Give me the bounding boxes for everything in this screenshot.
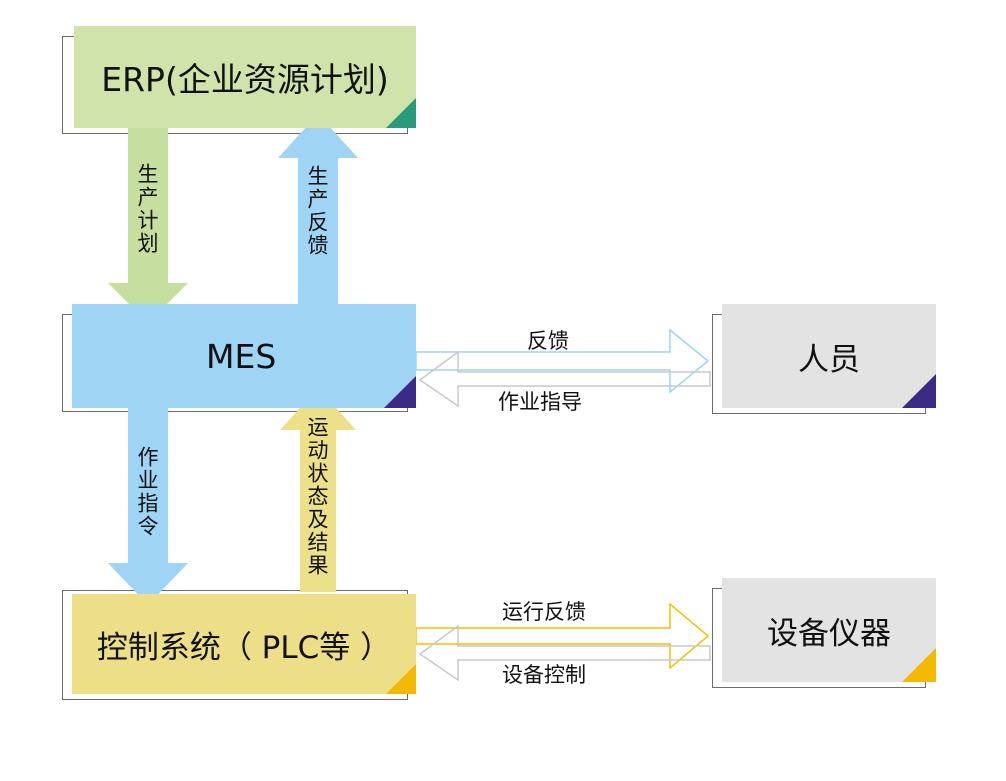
motion-status-label: 运动状态及结果 — [305, 416, 329, 577]
control-system-label: 控制系统（ PLC等 ） — [96, 629, 392, 666]
device-control-label: 设备控制 — [502, 663, 586, 687]
work-guidance-arrow — [418, 350, 711, 408]
work-instruction-arrow — [108, 406, 188, 605]
equipment-label: 设备仪器 — [767, 615, 891, 652]
feedback-label: 反馈 — [527, 329, 569, 353]
device-control-arrow — [418, 624, 711, 682]
work-guidance-label: 作业指导 — [498, 390, 582, 414]
erp-label: ERP(企业资源计划) — [101, 60, 389, 99]
control-system-box: 控制系统（ PLC等 ） — [72, 594, 416, 694]
personnel-box: 人员 — [722, 304, 936, 408]
production-plan-arrow — [108, 128, 188, 323]
mes-corner-triangle — [384, 376, 416, 408]
control-corner-triangle — [386, 664, 416, 694]
mes-box: MES — [72, 304, 416, 408]
personnel-label: 人员 — [798, 341, 860, 378]
erp-corner-triangle — [386, 98, 416, 128]
mes-label: MES — [206, 336, 277, 376]
production-feedback-arrow — [278, 114, 358, 320]
motion-status-arrow — [280, 388, 356, 592]
run-feedback-label: 运行反馈 — [502, 600, 586, 624]
production-plan-label: 生产计划 — [135, 163, 159, 255]
production-feedback-label: 生产反馈 — [305, 165, 329, 257]
work-instruction-label: 作业指令 — [135, 446, 159, 538]
personnel-corner-triangle — [902, 374, 936, 408]
equipment-corner-triangle — [902, 648, 936, 682]
equipment-box: 设备仪器 — [722, 578, 936, 682]
erp-box: ERP(企业资源计划) — [74, 26, 416, 128]
